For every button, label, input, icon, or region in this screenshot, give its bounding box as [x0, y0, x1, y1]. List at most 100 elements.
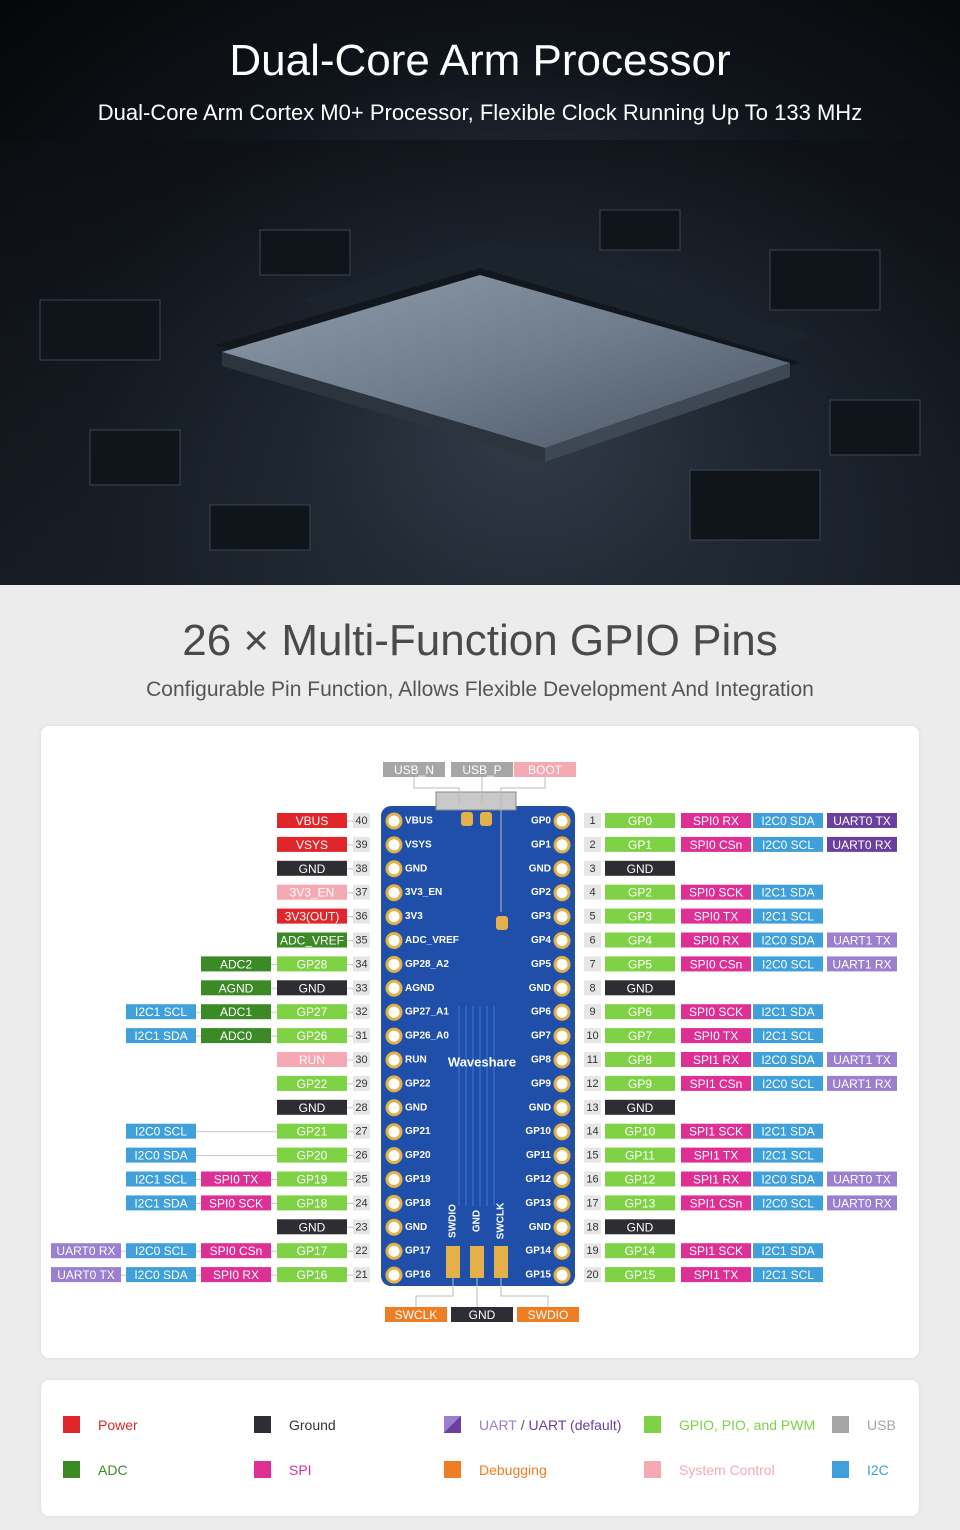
right-pin-label: I2C1 SCL: [753, 908, 823, 924]
left-pin-label: GP20: [277, 1147, 347, 1163]
pin-hole: [553, 1003, 571, 1021]
pin-hole: [385, 884, 403, 902]
left-pin-label: UART0 TX: [51, 1267, 121, 1283]
pin-hole: [553, 932, 571, 949]
pin-number: 20: [586, 1269, 598, 1281]
left-pin-label: GND: [277, 860, 347, 876]
pin-hole: [553, 908, 571, 926]
right-pin-label-text: GP9: [628, 1077, 652, 1091]
right-pin-label-bg: [753, 1004, 823, 1020]
pin-number-box: [584, 1075, 601, 1091]
pin-hole: [385, 1171, 403, 1188]
pin-number: 27: [355, 1126, 367, 1138]
right-pin-label: GP5: [605, 956, 675, 972]
right-pin-label-bg: [605, 860, 675, 876]
left-pin-label: I2C0 SCL: [126, 1243, 196, 1259]
pin-number: 8: [589, 982, 595, 994]
left-pin-label-bg: [277, 813, 347, 828]
right-pin-label-bg: [753, 1267, 823, 1283]
right-pin-label-text: GP4: [628, 934, 652, 948]
pin-number: 35: [355, 935, 367, 947]
left-pin-label-bg: [126, 1195, 196, 1211]
right-pin-label-bg: [753, 836, 823, 852]
pin-number-box: [584, 813, 601, 828]
right-pin-label-bg: [605, 1219, 675, 1235]
right-pin-label-bg: [753, 908, 823, 924]
pin-number: 15: [586, 1150, 598, 1162]
right-pin-label-text: GND: [627, 981, 654, 995]
right-pin-label-bg: [827, 1075, 897, 1091]
right-pin-label: GP14: [605, 1243, 675, 1259]
legend-i2c-label: I2C: [867, 1461, 889, 1478]
board-brand: Waveshare: [448, 1055, 516, 1070]
processor-chip-image: [0, 140, 960, 585]
left-pin-label-bg: [277, 1004, 347, 1020]
pin-silk-label: GP28_A2: [405, 959, 449, 970]
left-pin-label-bg: [277, 884, 347, 900]
pin-hole: [385, 1075, 403, 1093]
pin-silk-label: GP5: [531, 959, 551, 970]
pin-silk-label: GND: [405, 1102, 427, 1113]
right-pin-label-text: UART1 RX: [832, 957, 891, 971]
left-pin-label-text: 3V3_EN: [290, 886, 335, 900]
right-pin-label-bg: [605, 1123, 675, 1139]
right-pin-label-bg: [681, 908, 751, 924]
right-pin-label-bg: [753, 932, 823, 948]
left-pin-label: VBUS: [277, 813, 347, 828]
left-pin-label: GND: [277, 1099, 347, 1115]
pin-number-box: [584, 1004, 601, 1020]
right-pin-label-bg: [681, 1052, 751, 1067]
pin-number: 34: [355, 958, 367, 970]
pin-hole: [553, 884, 571, 902]
right-pin-label: GP8: [605, 1052, 675, 1067]
left-pin-label-text: AGND: [219, 981, 254, 995]
left-pin-label-text: UART0 RX: [56, 1244, 115, 1258]
right-pin-label: GP15: [605, 1267, 675, 1283]
right-pin-label-text: UART0 TX: [833, 1173, 891, 1187]
hero-subtitle: Dual-Core Arm Cortex M0+ Processor, Flex…: [97, 100, 863, 125]
pin-silk-label: GP18: [405, 1198, 431, 1209]
pin-number: 1: [589, 815, 595, 827]
left-pin-label-bg: [126, 1028, 196, 1044]
left-pin-label: 3V3(OUT): [277, 908, 347, 924]
legend-system-label: System Control: [679, 1461, 775, 1478]
left-pin-label-text: I2C1 SCL: [135, 1173, 187, 1187]
legend-uart-separator: /: [516, 1416, 529, 1433]
debug-pad-label: GND: [472, 1210, 483, 1232]
pin-number: 11: [587, 1054, 598, 1066]
right-pin-label: GP6: [605, 1004, 675, 1020]
pin-hole: [553, 1027, 571, 1045]
left-pin-label-bg: [277, 1028, 347, 1044]
left-pin-label-bg: [201, 980, 271, 996]
pin-silk-label: 3V3_EN: [405, 887, 442, 898]
left-pin-label-text: UART0 TX: [57, 1268, 115, 1282]
pin-silk-label: GND: [529, 1222, 551, 1233]
pin-number: 36: [355, 911, 367, 923]
pin-silk-label: GP1: [531, 839, 551, 850]
legend-ground: Ground: [254, 1416, 336, 1433]
right-pin-label-text: SPI0 TX: [694, 910, 738, 924]
debug-pad-label: SWDIO: [448, 1204, 459, 1238]
right-pin-label-text: I2C0 SCL: [762, 1196, 814, 1210]
pin-silk-label: VSYS: [405, 839, 432, 850]
right-pin-label-bg: [681, 813, 751, 828]
right-pin-label: SPI1 RX: [681, 1171, 751, 1187]
left-pin-label: GP18: [277, 1195, 347, 1211]
right-pin-label-bg: [681, 1171, 751, 1187]
left-pin-label-bg: [201, 1028, 271, 1044]
right-pin-label: GP9: [605, 1075, 675, 1091]
left-pin-label-bg: [201, 1171, 271, 1187]
right-pin-label: GP3: [605, 908, 675, 924]
right-pin-label: I2C0 SCL: [753, 1195, 823, 1211]
right-pin-label: I2C1 SCL: [753, 1028, 823, 1044]
right-pin-label-bg: [681, 1147, 751, 1163]
right-pin-label-text: UART0 RX: [832, 838, 891, 852]
right-pin-label: I2C1 SDA: [753, 1123, 823, 1139]
pin-number-box: [353, 1267, 370, 1283]
left-pin-label-text: ADC1: [220, 1005, 252, 1019]
right-pin-label-text: SPI1 CSn: [690, 1196, 743, 1210]
pin-silk-label: GP4: [531, 935, 551, 946]
left-pin-label-text: 3V3(OUT): [285, 910, 340, 924]
right-pin-label-bg: [681, 1123, 751, 1139]
